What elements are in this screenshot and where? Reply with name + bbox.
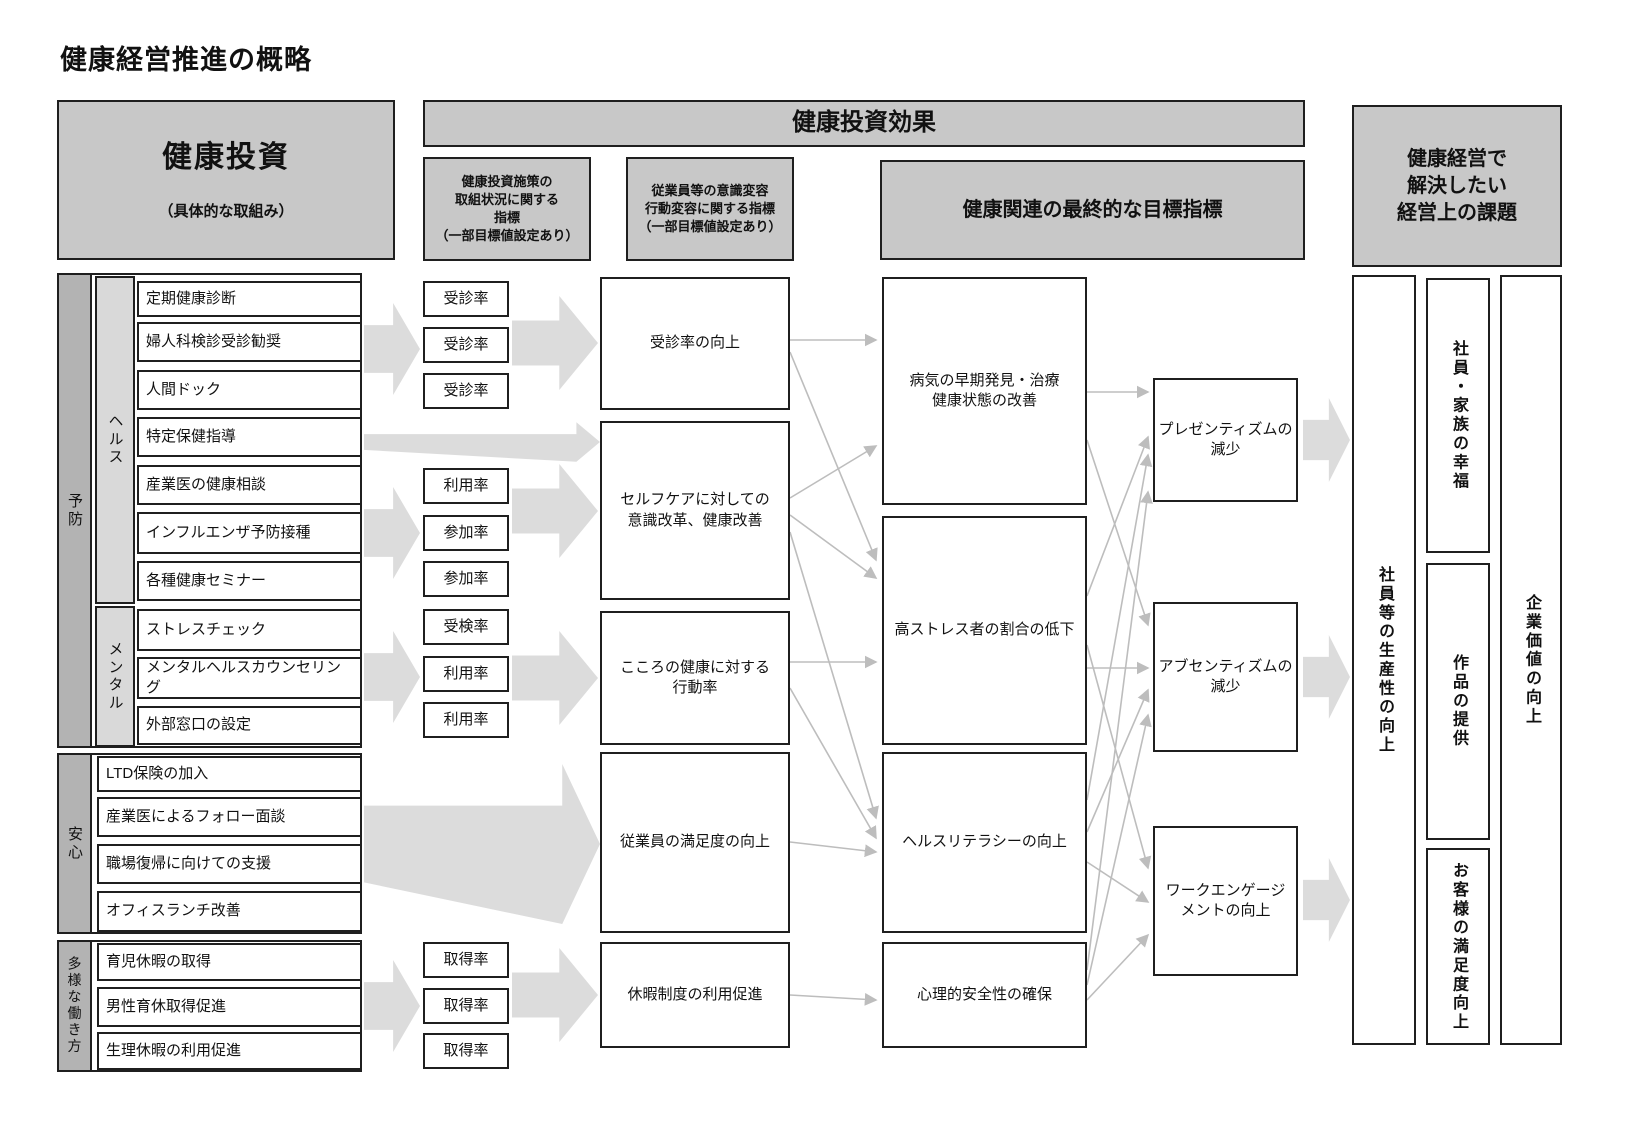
header-final-goal: 健康関連の最終的な目標指標 <box>880 160 1305 260</box>
initiative-box: 定期健康診断 <box>137 281 362 317</box>
goal-indicator-box: ヘルスリテラシーの向上 <box>882 752 1087 933</box>
flow-arrow <box>512 948 598 1042</box>
relation-arrow-c2-2-c3-3 <box>789 531 879 820</box>
rate-indicator-box: 取得率 <box>423 942 509 978</box>
flow-arrow <box>364 422 600 462</box>
rate-indicator-box: 参加率 <box>423 561 509 597</box>
initiative-box: 生理休暇の利用促進 <box>97 1032 362 1070</box>
rate-indicator-box: 受診率 <box>423 373 509 409</box>
flow-arrow <box>364 960 420 1052</box>
initiative-box: 産業医によるフォロー面談 <box>97 797 362 837</box>
relation-arrow-c3-4-c4-1 <box>1086 490 1153 971</box>
outcome-productivity: 社員等の生産性の向上 <box>1352 275 1416 1045</box>
outcome-product-delivery: 作品の提供 <box>1426 563 1490 840</box>
initiative-box: ストレスチェック <box>137 609 362 651</box>
goal-indicator-box: 高ストレス者の割合の低下 <box>882 516 1087 745</box>
behavior-outcome-box: 休暇制度の利用促進 <box>600 942 790 1048</box>
group-label-workstyle: 多様な働き方 <box>59 942 92 1070</box>
header-behavior-indicator: 従業員等の意識変容 行動変容に関する指標 （一部目標値設定あり） <box>626 157 794 261</box>
outcome-customer-satisfaction: お客様の満足度向上 <box>1426 848 1490 1045</box>
goal-indicator-box: 心理的安全性の確保 <box>882 942 1087 1048</box>
relation-arrow-c3-4-c4-2 <box>1086 713 1152 986</box>
header-process-indicator: 健康投資施策の 取組状況に関する 指標 （一部目標値設定あり） <box>423 157 591 261</box>
relation-arrow-c3-3-c4-2 <box>1086 688 1150 833</box>
flow-arrow <box>512 631 598 725</box>
group-label-prevention: 予防 <box>59 275 92 746</box>
initiative-box: 外部窓口の設定 <box>137 706 362 745</box>
relation-arrow-c2-2-c3-1 <box>789 445 878 499</box>
header-management-issues: 健康経営で 解決したい 経営上の課題 <box>1352 105 1562 267</box>
group-label-security: 安心 <box>59 755 92 932</box>
flow-arrow <box>1303 398 1350 482</box>
rate-indicator-box: 受診率 <box>423 281 509 317</box>
header-health-investment: 健康投資 （具体的な取組み） <box>57 100 395 260</box>
page-title: 健康経営推進の概略 <box>60 45 312 75</box>
flow-arrow <box>364 631 420 723</box>
rate-indicator-box: 参加率 <box>423 515 509 551</box>
relation-arrow-c3-3-c4-3 <box>1086 861 1150 903</box>
relation-arrow-c3-2-c4-1 <box>1086 435 1150 597</box>
rate-indicator-box: 利用率 <box>423 656 509 692</box>
subgroup-label-health: ヘルス <box>95 276 135 604</box>
rate-indicator-box: 利用率 <box>423 702 509 738</box>
initiative-box: 婦人科検診受診勧奨 <box>137 322 362 362</box>
initiative-box: 育児休暇の取得 <box>97 943 362 981</box>
goal-indicator-box: 病気の早期発見・治療 健康状態の改善 <box>882 277 1087 505</box>
header-health-investment-sub: （具体的な取組み） <box>158 203 294 221</box>
behavior-outcome-box: 従業員の満足度の向上 <box>600 752 790 933</box>
behavior-outcome-box: 受診率の向上 <box>600 277 790 410</box>
relation-arrow-c2-5-c3-4 <box>789 992 878 1006</box>
relation-arrow-c2-2-c3-2 <box>789 514 878 579</box>
relation-arrow-c2-3-c3-3 <box>789 687 877 840</box>
relation-arrow-c3-1-c4-2 <box>1086 439 1151 627</box>
flow-arrow <box>512 296 598 390</box>
initiative-box: オフィスランチ改善 <box>97 891 362 932</box>
flow-arrow <box>364 764 600 924</box>
flow-arrow <box>1303 635 1350 719</box>
initiative-box: 産業医の健康相談 <box>137 465 362 505</box>
flow-arrow <box>364 303 420 395</box>
initiative-box: 各種健康セミナー <box>137 561 362 601</box>
final-outcome-box: プレゼンティズムの 減少 <box>1153 378 1298 502</box>
flow-arrow <box>1303 858 1350 942</box>
rate-indicator-box: 利用率 <box>423 468 509 504</box>
initiative-box: 人間ドック <box>137 370 362 410</box>
rate-indicator-box: 取得率 <box>423 988 509 1024</box>
behavior-outcome-box: こころの健康に対する 行動率 <box>600 611 790 745</box>
final-outcome-box: アブセンティズムの 減少 <box>1153 602 1298 752</box>
outcome-corporate-value: 企業価値の向上 <box>1500 275 1562 1045</box>
flow-arrow <box>364 487 420 579</box>
initiative-box: 男性育休取得促進 <box>97 987 362 1027</box>
header-health-investment-main: 健康投資 <box>161 140 290 174</box>
relation-arrow-c2-4-c3-3 <box>789 841 878 858</box>
initiative-box: インフルエンザ予防接種 <box>137 512 362 554</box>
initiative-box: メンタルヘルスカウンセリング <box>137 657 362 699</box>
initiative-box: 職場復帰に向けての支援 <box>97 844 362 884</box>
behavior-outcome-box: セルフケアに対しての 意識改革、健康改善 <box>600 421 790 600</box>
initiative-box: LTD保険の加入 <box>97 756 362 792</box>
outcome-employee-family-happiness: 社員・家族の幸福 <box>1426 278 1490 553</box>
rate-indicator-box: 受検率 <box>423 609 509 645</box>
relation-arrow-c3-2-c4-3 <box>1086 644 1152 870</box>
header-investment-effect: 健康投資効果 <box>423 100 1305 147</box>
rate-indicator-box: 取得率 <box>423 1033 509 1069</box>
subgroup-label-mental: メンタル <box>95 606 135 747</box>
rate-indicator-box: 受診率 <box>423 327 509 363</box>
relation-arrow-c2-1-c3-2 <box>789 351 878 562</box>
relation-arrow-c3-4-c4-3 <box>1086 933 1150 1001</box>
relation-arrow-c3-3-c4-1 <box>1086 453 1153 801</box>
final-outcome-box: ワークエンゲージ メントの向上 <box>1153 826 1298 976</box>
initiative-box: 特定保健指導 <box>137 417 362 457</box>
flow-arrow <box>512 464 598 558</box>
